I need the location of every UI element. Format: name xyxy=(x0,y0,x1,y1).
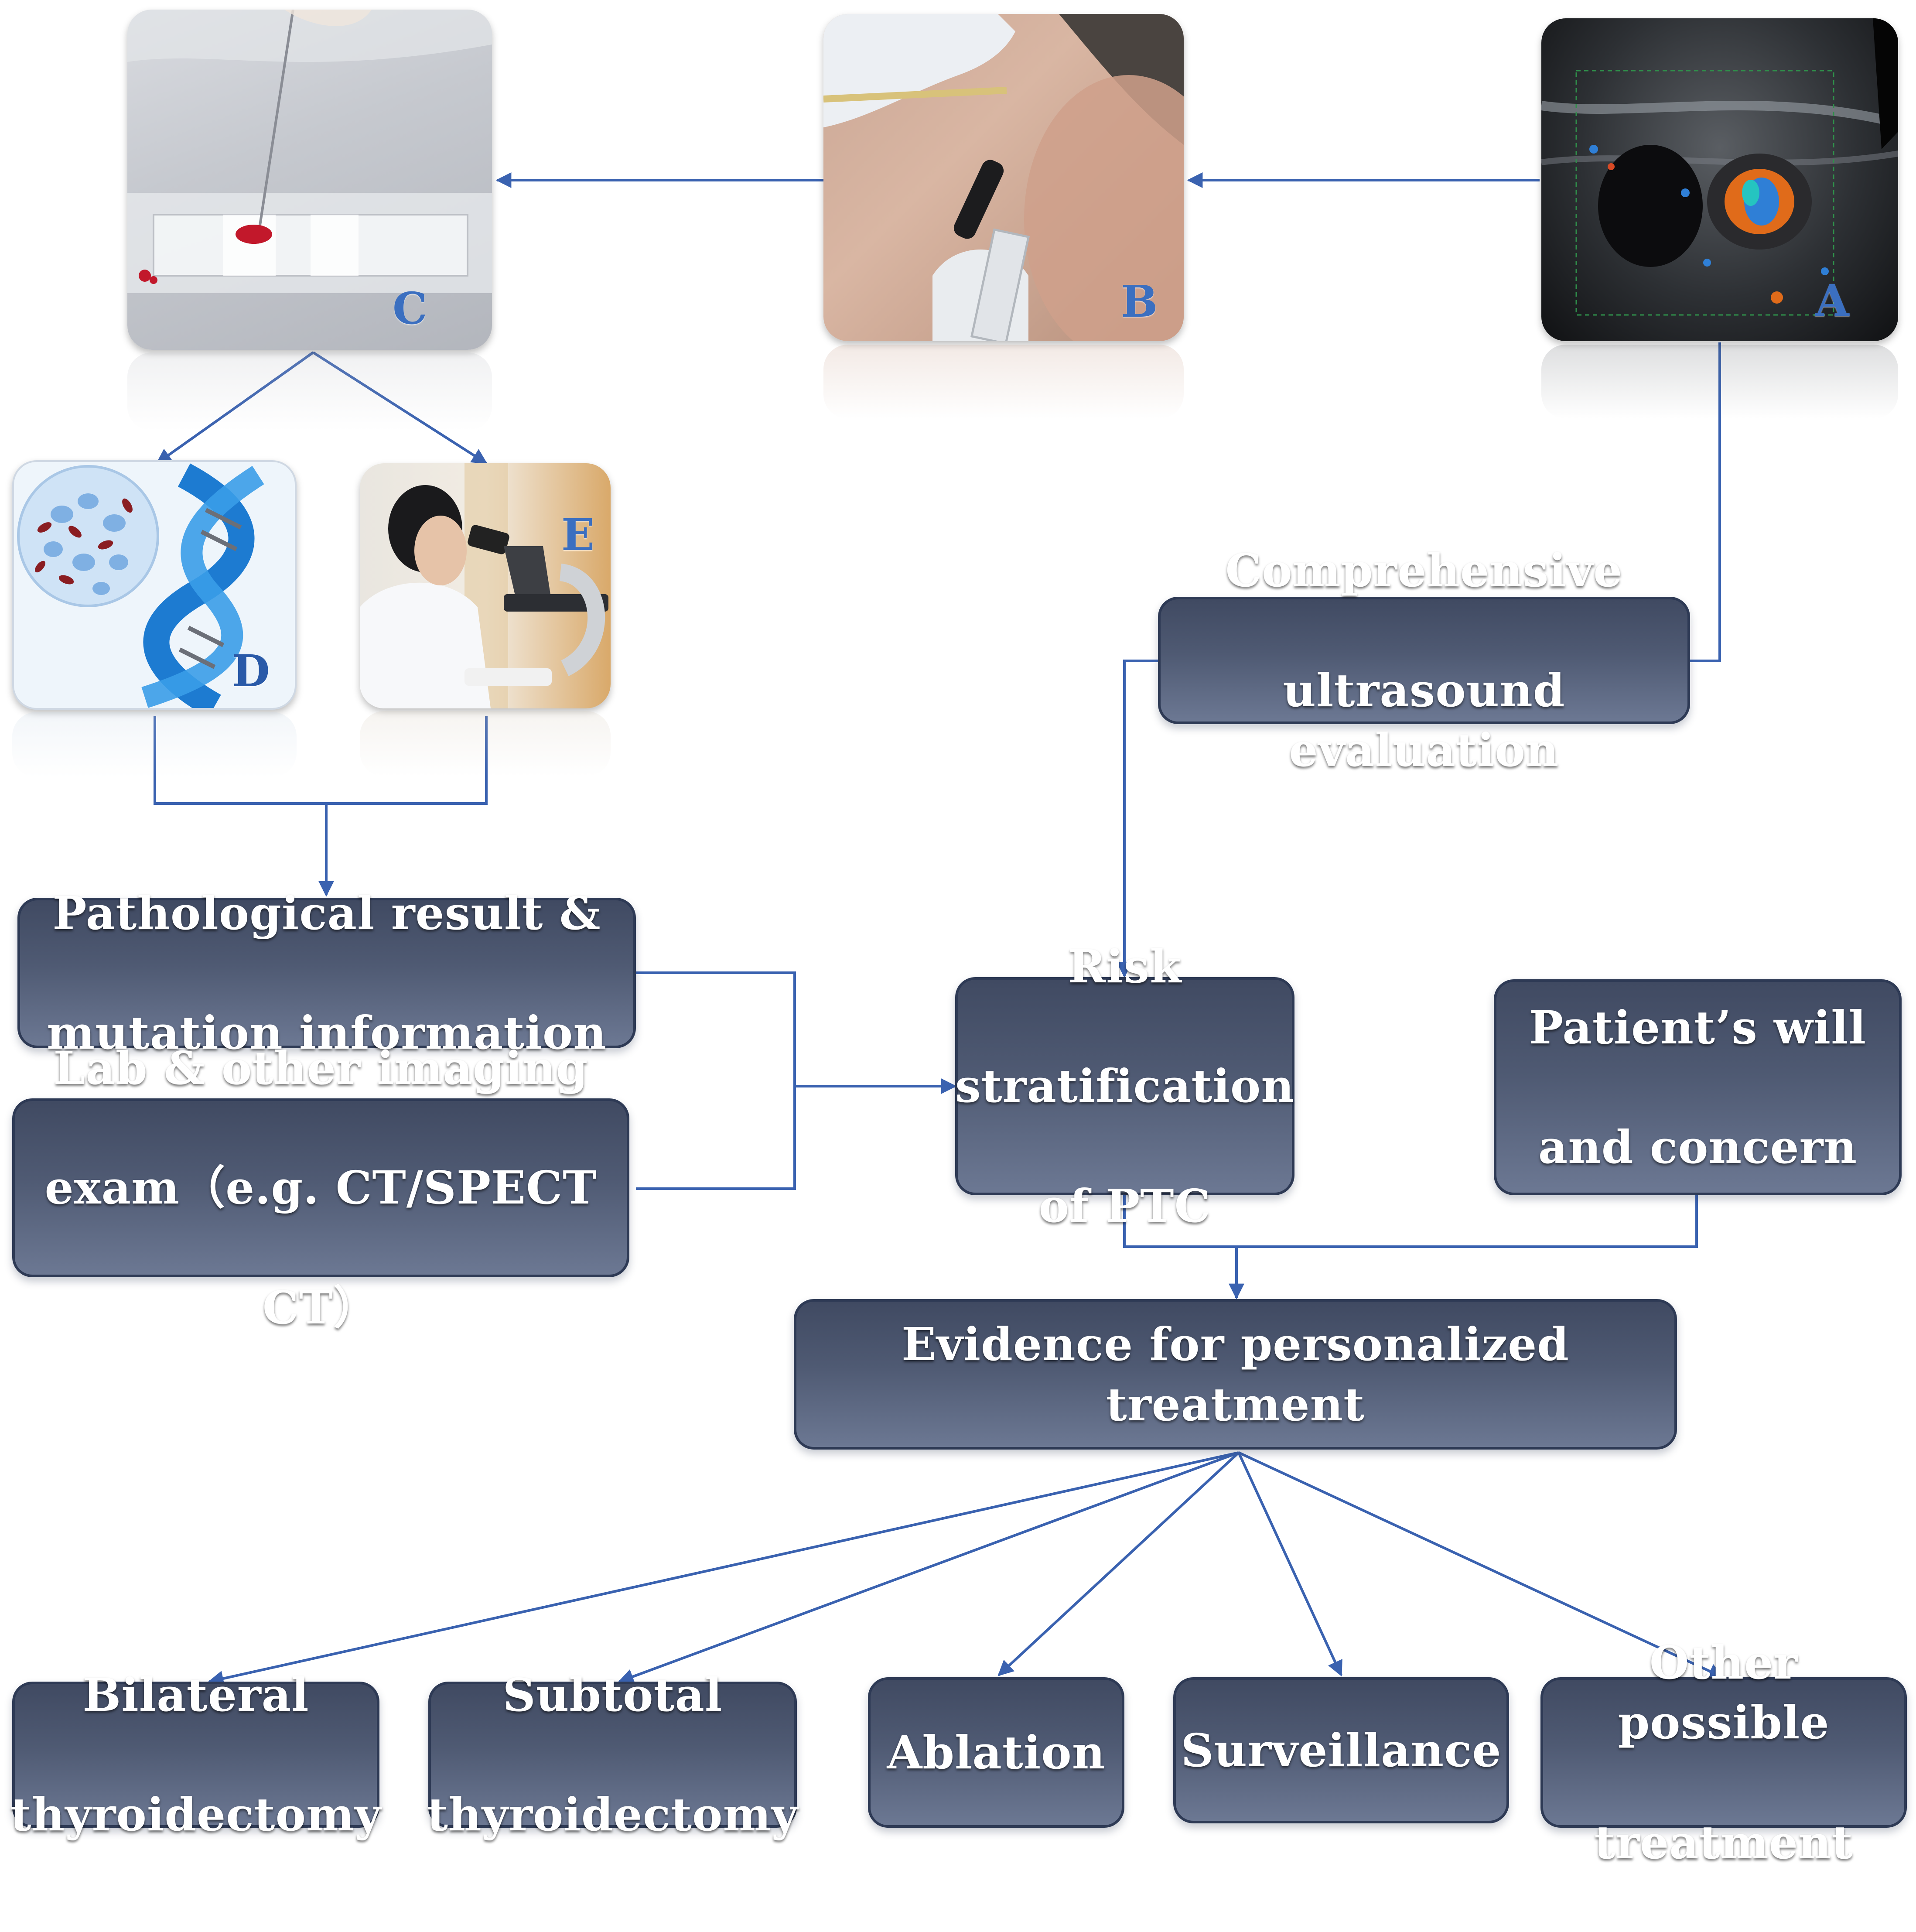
node-bilateral-thyroidectomy: Bilateral thyroidectomy xyxy=(10,1668,381,1842)
node-subtotal-thyroidectomy: Subtotal thyroidectomy xyxy=(427,1668,798,1842)
photo-panel-a: A xyxy=(1541,18,1898,341)
node-pathological-result: Pathological result & mutation informati… xyxy=(17,886,636,1060)
panel-label-a: A xyxy=(1815,275,1849,326)
node-subtotal-text: Subtotal thyroidectomy xyxy=(427,1605,798,1904)
node-evidence-treatment-text: Evidence for personalized treatment xyxy=(796,1255,1674,1494)
illustration-panel-d: D xyxy=(12,460,297,710)
node-risk-stratification-text: Risk stratification of PTC xyxy=(955,877,1294,1296)
connector-pathology-to-risk xyxy=(636,971,796,1190)
node-pathological-result-text: Pathological result & mutation informati… xyxy=(47,823,607,1122)
node-patient-will: Patient’s will and concern xyxy=(1494,979,1902,1195)
other-line-1: Other possible xyxy=(1618,1635,1830,1750)
node-risk-stratification: Risk stratification of PTC xyxy=(955,940,1294,1233)
panel-label-d: D xyxy=(232,645,270,697)
photo-a-reflection xyxy=(1541,345,1898,419)
node-patient-will-text: Patient’s will and concern xyxy=(1529,937,1866,1237)
photo-b-reflection xyxy=(823,345,1184,419)
arrow-to-ablation xyxy=(997,1451,1240,1676)
node-other-text: Other possible treatment xyxy=(1543,1573,1904,1932)
us-eval-line-2: ultrasound evaluation xyxy=(1283,663,1565,777)
node-lab-imaging-text: Lab & other imaging exam（e.g. CT/SPECT C… xyxy=(44,978,597,1398)
patient-line-1: Patient’s will xyxy=(1529,1000,1867,1054)
arrow-to-subtotal xyxy=(618,1451,1240,1684)
surveillance-line-1: Surveillance xyxy=(1181,1723,1502,1777)
microscope-illustration xyxy=(360,463,608,708)
node-ultrasound-evaluation-text: Comprehensive ultrasound evaluation xyxy=(1161,481,1687,840)
node-lab-imaging: Lab & other imaging exam（e.g. CT/SPECT C… xyxy=(12,1041,629,1334)
us-eval-line-1: Comprehensive xyxy=(1225,544,1623,598)
photo-c-reflection xyxy=(127,352,492,431)
node-surveillance-text: Surveillance xyxy=(1181,1661,1501,1840)
risk-line-3: of PTC xyxy=(1038,1179,1211,1233)
arrow-to-other xyxy=(1238,1451,1725,1679)
bilateral-line-2: thyroidectomy xyxy=(10,1788,382,1842)
pathology-line-1: Pathological result & xyxy=(52,886,601,940)
connector-us-eval-to-risk xyxy=(1117,660,1158,978)
panel-label-e: E xyxy=(561,509,595,561)
lab-line-3: CT） xyxy=(262,1280,379,1334)
evidence-line-1: Evidence for personalized treatment xyxy=(901,1317,1570,1431)
slide-smear-illustration xyxy=(127,10,492,293)
bilateral-line-1: Bilateral xyxy=(82,1668,309,1722)
connector-risk-patient xyxy=(1123,1195,1698,1248)
connectors xyxy=(154,172,1725,1686)
node-surveillance: Surveillance xyxy=(1173,1677,1509,1823)
arrow-c-to-d xyxy=(156,351,314,465)
connector-a-to-us-eval xyxy=(1690,342,1721,662)
photo-panel-c: C xyxy=(127,10,492,350)
arrow-to-bilateral xyxy=(208,1451,1239,1686)
neck-aspiration-illustration xyxy=(823,14,1184,341)
arrow-to-surveillance xyxy=(1237,1452,1342,1677)
node-ablation-text: Ablation xyxy=(887,1663,1106,1843)
subtotal-line-2: thyroidectomy xyxy=(427,1788,798,1842)
node-other-treatment: Other possible treatment xyxy=(1540,1636,1907,1869)
subtotal-line-1: Subtotal xyxy=(502,1668,723,1722)
ultrasound-doppler-illustration xyxy=(1541,18,1898,316)
flow-diagram: C B xyxy=(10,10,1907,1869)
lab-line-1: Lab & other imaging xyxy=(53,1041,588,1095)
risk-line-1: Risk xyxy=(1068,939,1182,993)
connector-d-e-bracket xyxy=(154,716,488,805)
ablation-line-1: Ablation xyxy=(887,1725,1106,1779)
lab-line-2: exam（e.g. CT/SPECT xyxy=(44,1161,597,1215)
panel-label-c: C xyxy=(393,283,427,334)
risk-line-2: stratification xyxy=(955,1059,1294,1113)
node-evidence-treatment: Evidence for personalized treatment xyxy=(794,1299,1677,1450)
photo-panel-b: B xyxy=(823,14,1184,341)
node-bilateral-text: Bilateral thyroidectomy xyxy=(10,1605,382,1904)
node-ultrasound-evaluation: Comprehensive ultrasound evaluation xyxy=(1158,544,1690,777)
pathology-line-2: mutation information xyxy=(47,1006,607,1060)
other-line-2: treatment xyxy=(1594,1815,1853,1869)
cells-dna-illustration xyxy=(17,463,264,708)
node-ablation: Ablation xyxy=(868,1677,1124,1828)
panel-e-reflection xyxy=(360,711,611,776)
patient-line-2: and concern xyxy=(1538,1120,1858,1174)
photo-panel-e: E xyxy=(360,463,611,708)
panel-label-b: B xyxy=(1121,276,1158,327)
arrow-c-to-e xyxy=(312,351,488,465)
panel-d-reflection xyxy=(12,712,297,777)
